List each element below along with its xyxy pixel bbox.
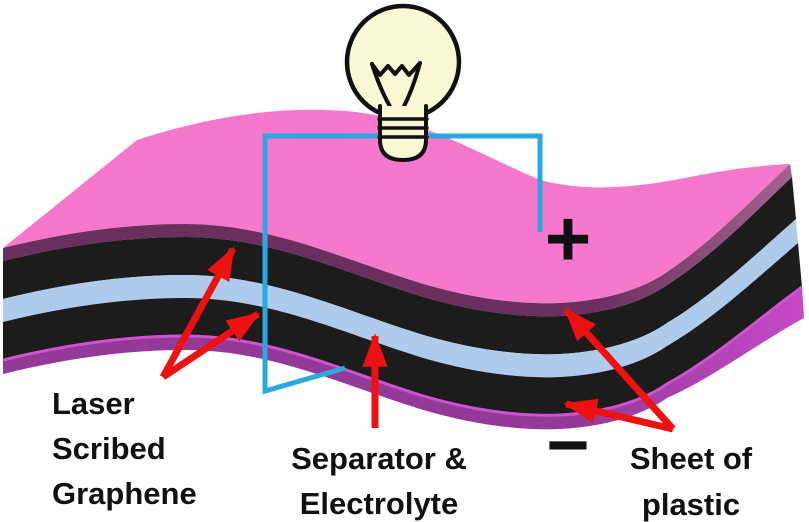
sheet-of-plastic-label: Sheet of plastic — [597, 436, 785, 522]
red-pointer-arrows — [159, 246, 676, 433]
separator-electrolyte-layer — [3, 219, 798, 378]
sheet-label-line1: Sheet of — [629, 441, 753, 476]
plastic-bottom-sheet-highlight — [2, 285, 803, 417]
separator-label-line2: Electrolyte — [299, 486, 459, 521]
circuit-wire — [262, 133, 543, 395]
graphene-top-layer — [3, 177, 796, 355]
bulb-base — [378, 104, 428, 162]
bulb-base-threads — [377, 117, 429, 139]
light-bulb-icon — [344, 3, 462, 162]
separator-label-line1: Separator & — [291, 441, 467, 476]
arrow-plastic-to-bottom-sheet — [563, 398, 674, 433]
plastic-bottom-sheet — [3, 287, 804, 430]
laser-label-line1: Laser — [52, 386, 135, 421]
arrow-laser-to-bottom-graphene — [161, 311, 261, 380]
arrow-plastic-to-top-edge — [563, 307, 676, 432]
positive-terminal-sign: + — [544, 194, 592, 283]
laser-label-line3: Graphene — [52, 476, 197, 511]
layer-stack — [2, 109, 804, 430]
laser-label-line2: Scribed — [52, 431, 166, 466]
laser-scribed-graphene-label: Laser Scribed Graphene — [52, 381, 197, 516]
graphene-bottom-layer — [3, 243, 802, 416]
sheet-label-line2: plastic — [641, 487, 741, 522]
negative-terminal-sign: − — [546, 403, 590, 486]
arrow-laser-to-top-graphene — [159, 246, 237, 379]
bulb-globe — [344, 3, 462, 121]
plastic-top-sheet-surface — [3, 109, 790, 304]
separator-electrolyte-label: Separator & Electrolyte — [270, 436, 488, 522]
plastic-top-sheet-edge — [3, 164, 792, 317]
